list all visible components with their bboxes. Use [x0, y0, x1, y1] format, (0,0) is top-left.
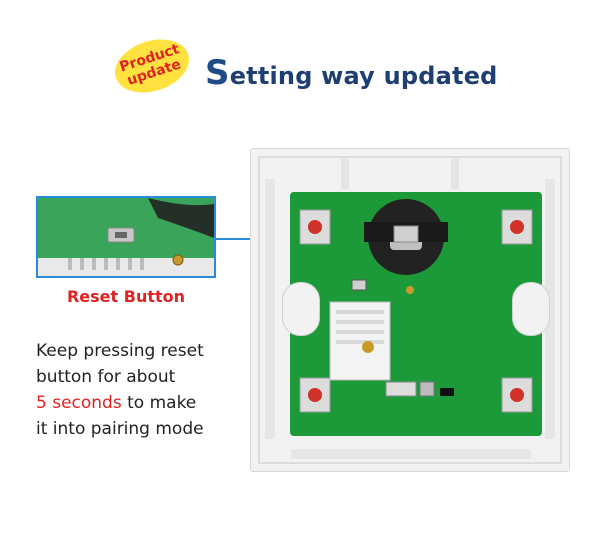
- title-rest: etting way updated: [229, 62, 498, 90]
- product-update-badge: Product update: [108, 30, 196, 102]
- instructions-line-3-rest: to make: [121, 393, 197, 413]
- reset-switch: [351, 279, 367, 291]
- instructions-line-4: it into pairing mode: [36, 419, 204, 439]
- page-title: Setting way updated: [205, 53, 498, 93]
- instructions-text: Keep pressing reset button for about 5 s…: [36, 338, 246, 442]
- zoom-pcb-illustration: [38, 198, 214, 276]
- instructions-line-3: 5 seconds to make: [36, 390, 246, 416]
- pcb-illustration: [290, 192, 542, 436]
- corner-buttons: [299, 209, 533, 413]
- instructions-line-1: Keep pressing reset: [36, 341, 204, 361]
- title-first-letter: S: [205, 53, 230, 93]
- reset-button-label: Reset Button: [66, 287, 186, 306]
- battery-holder-edge-icon: [148, 198, 214, 238]
- instructions-line-2: button for about: [36, 367, 176, 387]
- left-mount-slot: [282, 282, 320, 336]
- instructions-highlight: 5 seconds: [36, 393, 122, 413]
- reset-button-zoom: [36, 196, 216, 278]
- pcb-board: [290, 192, 542, 436]
- right-mount-slot: [512, 282, 550, 336]
- badge-text: Product update: [117, 41, 184, 89]
- housing-details: [258, 156, 562, 464]
